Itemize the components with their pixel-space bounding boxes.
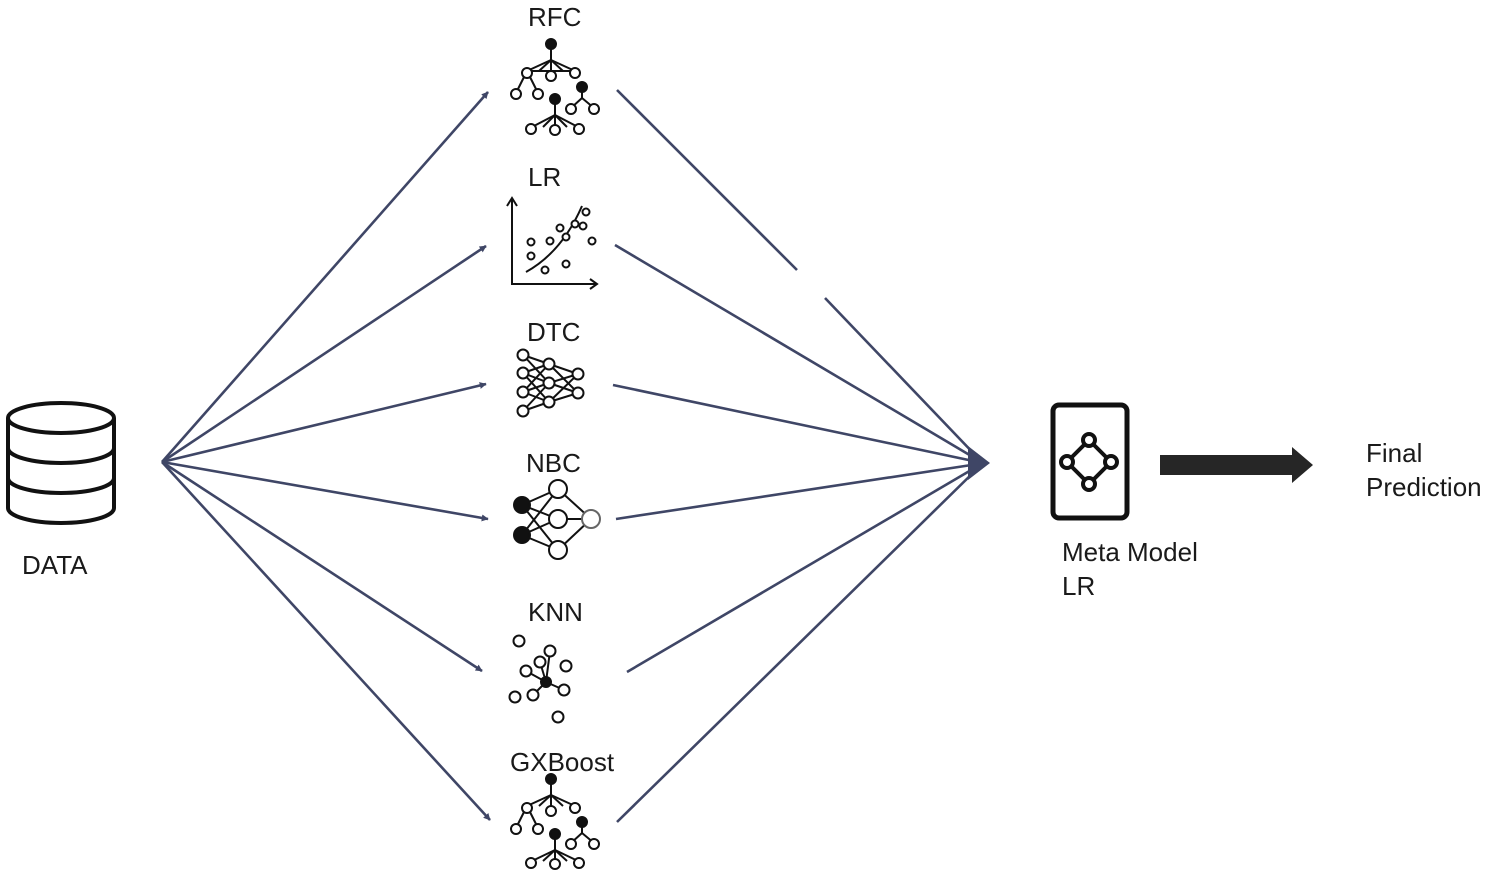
edge-data-to-rfc: [161, 91, 489, 463]
edge-data-to-lr: [161, 244, 487, 464]
meta-model-label-line2: LR: [1062, 571, 1095, 601]
model-label-lr: LR: [528, 162, 561, 192]
nearest-neighbors-icon: [508, 634, 573, 724]
output-label-line1: Final: [1366, 438, 1422, 468]
edge-knn-to-meta: [626, 464, 979, 674]
meta-input-arrowhead: [968, 446, 990, 480]
model-label-gxboost: GXBoost: [510, 747, 615, 777]
edge-data-to-gxboost: [161, 461, 491, 821]
model-label-knn: KNN: [528, 597, 583, 627]
edge-data-to-dtc: [161, 382, 487, 464]
meta-model-label-line1: Meta Model: [1062, 537, 1198, 567]
neural-network-icon: [513, 479, 601, 560]
meta-model-icon: [1050, 402, 1130, 521]
final-arrow: [1160, 447, 1313, 483]
model-label-dtc: DTC: [527, 317, 580, 347]
edge-data-to-nbc: [161, 460, 489, 522]
random-forest-icon: [510, 38, 600, 136]
output-edges: [612, 89, 990, 823]
edge-nbc-to-meta: [615, 462, 979, 521]
model-label-rfc: RFC: [528, 2, 581, 32]
regression-scatter-icon: [506, 196, 599, 290]
edge-gxboost-to-meta: [616, 467, 979, 823]
edge-rfc-to-meta: [616, 89, 798, 271]
output-label-line2: Prediction: [1366, 472, 1482, 502]
database-icon: [6, 401, 116, 525]
edge-lr-to-meta: [614, 243, 979, 462]
input-label: DATA: [22, 550, 88, 580]
input-edges: [161, 91, 491, 821]
edge-data-to-knn: [161, 460, 483, 673]
boosted-trees-icon: [510, 773, 600, 870]
layered-network-icon: [516, 348, 585, 418]
model-label-nbc: NBC: [526, 448, 581, 478]
edge-rfc-to-meta-cont: [824, 297, 979, 459]
edge-dtc-to-meta: [612, 383, 979, 464]
